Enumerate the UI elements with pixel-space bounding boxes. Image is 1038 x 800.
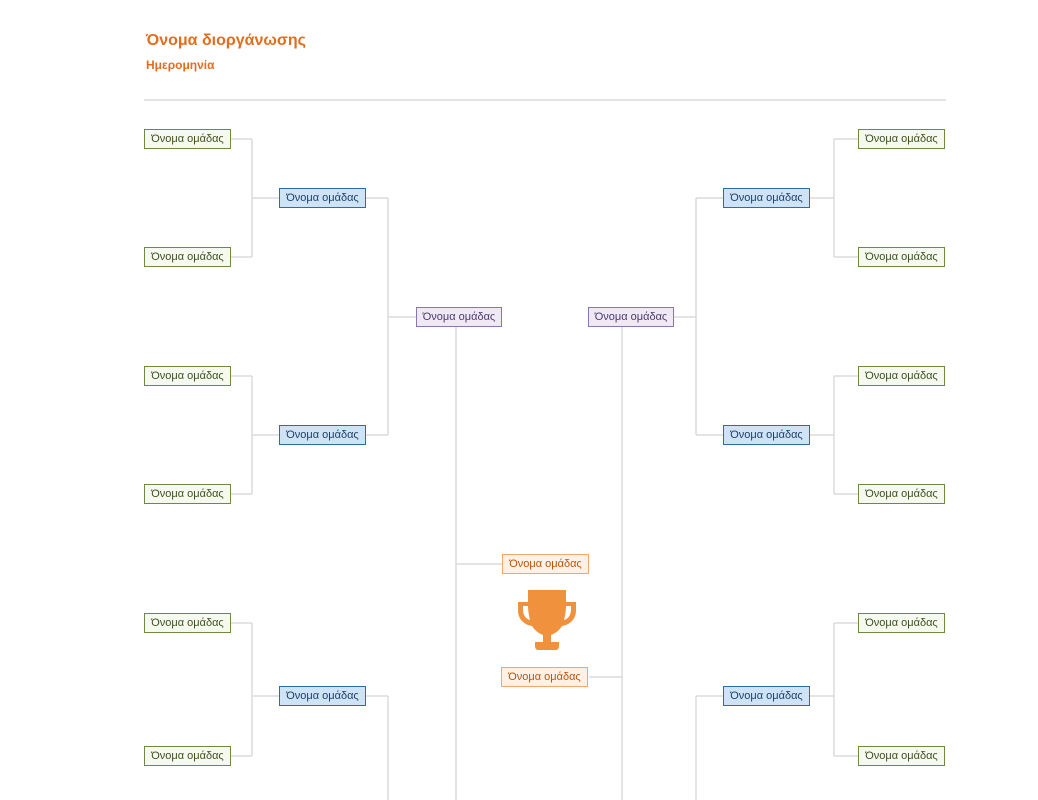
header-divider bbox=[144, 99, 946, 101]
team-right-r1-4[interactable]: Όνομα ομάδας bbox=[858, 484, 945, 504]
team-finalist-1[interactable]: Όνομα ομάδας bbox=[502, 554, 589, 574]
team-left-r2-3[interactable]: Όνομα ομάδας bbox=[279, 686, 366, 706]
team-right-r1-3[interactable]: Όνομα ομάδας bbox=[858, 366, 945, 386]
team-left-r1-2[interactable]: Όνομα ομάδας bbox=[144, 247, 231, 267]
team-right-r1-5[interactable]: Όνομα ομάδας bbox=[858, 613, 945, 633]
team-left-r2-2[interactable]: Όνομα ομάδας bbox=[279, 425, 366, 445]
team-left-r1-1[interactable]: Όνομα ομάδας bbox=[144, 129, 231, 149]
team-right-r1-6[interactable]: Όνομα ομάδας bbox=[858, 746, 945, 766]
team-left-semifinal[interactable]: Όνομα ομάδας bbox=[416, 307, 502, 327]
team-left-r2-1[interactable]: Όνομα ομάδας bbox=[279, 188, 366, 208]
team-right-r1-2[interactable]: Όνομα ομάδας bbox=[858, 247, 945, 267]
tournament-date: Ημερομηνία bbox=[146, 58, 215, 72]
team-right-r2-1[interactable]: Όνομα ομάδας bbox=[723, 188, 810, 208]
team-left-r1-5[interactable]: Όνομα ομάδας bbox=[144, 613, 231, 633]
tournament-title: Όνομα διοργάνωσης bbox=[146, 32, 306, 49]
trophy-icon bbox=[518, 590, 576, 650]
team-right-r2-2[interactable]: Όνομα ομάδας bbox=[723, 425, 810, 445]
team-left-r1-3[interactable]: Όνομα ομάδας bbox=[144, 366, 231, 386]
team-finalist-2[interactable]: Όνομα ομάδας bbox=[501, 667, 588, 687]
team-left-r1-4[interactable]: Όνομα ομάδας bbox=[144, 484, 231, 504]
team-left-r1-6[interactable]: Όνομα ομάδας bbox=[144, 746, 231, 766]
team-right-r1-1[interactable]: Όνομα ομάδας bbox=[858, 129, 945, 149]
team-right-r2-3[interactable]: Όνομα ομάδας bbox=[723, 686, 810, 706]
team-right-semifinal[interactable]: Όνομα ομάδας bbox=[588, 307, 674, 327]
